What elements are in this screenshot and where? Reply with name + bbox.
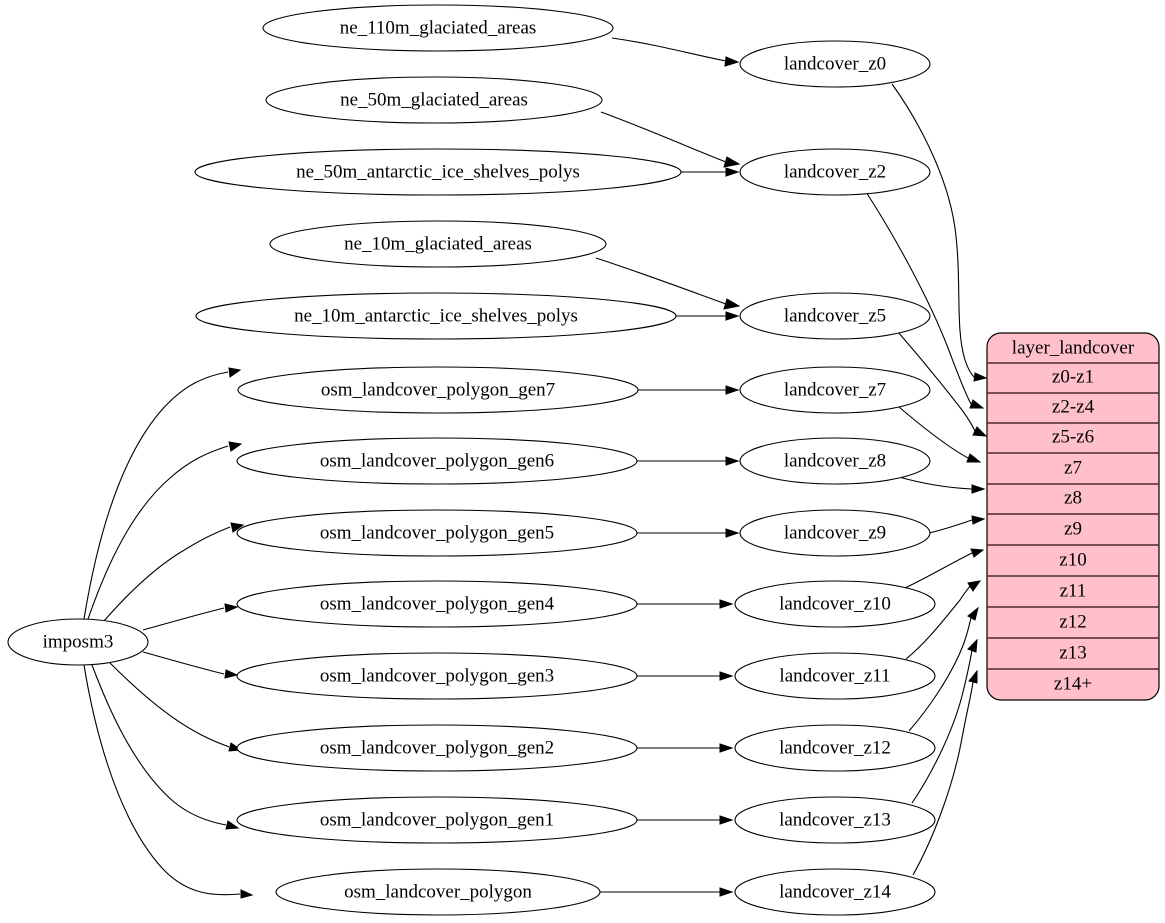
edge-polygon-to-z14 xyxy=(600,887,734,897)
node-osm-landcover-polygon-gen5[interactable]: osm_landcover_polygon_gen5 xyxy=(236,509,638,557)
node-label: ne_10m_glaciated_areas xyxy=(344,233,532,254)
edge-z13-to-row-z13 xyxy=(911,638,978,804)
node-label: ne_110m_glaciated_areas xyxy=(340,17,537,38)
edge-z11-to-row-z11 xyxy=(905,580,982,660)
node-osm-landcover-polygon-gen2[interactable]: osm_landcover_polygon_gen2 xyxy=(236,724,638,772)
edge-ne10mant-to-z5 xyxy=(675,311,740,321)
edge-gen1-to-z13 xyxy=(637,815,734,825)
table-row-z11[interactable]: z11 xyxy=(1060,580,1087,601)
node-label: osm_landcover_polygon_gen6 xyxy=(320,450,554,471)
node-label: osm_landcover_polygon_gen2 xyxy=(320,737,554,758)
edge-ne110m-to-z0 xyxy=(611,37,740,67)
node-label: landcover_z14 xyxy=(779,881,891,902)
natural-earth-source-nodes: ne_110m_glaciated_areas ne_50m_glaciated… xyxy=(194,4,682,340)
node-label: landcover_z5 xyxy=(784,305,886,326)
table-row-z5-z6[interactable]: z5-z6 xyxy=(1052,426,1094,447)
node-label: landcover_z10 xyxy=(779,593,891,614)
node-ne-110m-glaciated-areas[interactable]: ne_110m_glaciated_areas xyxy=(262,4,614,52)
edge-imposm3-to-gen7 xyxy=(83,367,242,620)
edge-gen7-to-z7 xyxy=(638,385,740,395)
node-ne-50m-glaciated-areas[interactable]: ne_50m_glaciated_areas xyxy=(265,76,603,124)
edge-z0-to-row-z0z1 xyxy=(891,83,988,382)
table-row-z0-z1[interactable]: z0-z1 xyxy=(1052,366,1094,387)
node-osm-landcover-polygon-gen1[interactable]: osm_landcover_polygon_gen1 xyxy=(236,796,638,844)
node-label: landcover_z7 xyxy=(784,379,886,400)
node-ne-10m-antarctic-ice-shelves-polys[interactable]: ne_10m_antarctic_ice_shelves_polys xyxy=(195,292,677,340)
table-row-z8[interactable]: z8 xyxy=(1064,487,1082,508)
table-title: layer_landcover xyxy=(1012,337,1135,358)
table-row-z12[interactable]: z12 xyxy=(1059,611,1086,632)
node-label: landcover_z2 xyxy=(784,161,886,182)
table-row-z13[interactable]: z13 xyxy=(1059,642,1086,663)
node-landcover-z11[interactable]: landcover_z11 xyxy=(734,652,936,700)
edge-imposm3-to-gen3 xyxy=(142,651,239,679)
edge-imposm3-to-gen4 xyxy=(142,603,239,631)
edge-layer xyxy=(83,37,988,899)
edge-imposm3-to-polygon xyxy=(83,664,254,899)
node-landcover-z12[interactable]: landcover_z12 xyxy=(734,724,936,772)
table-row-z14plus[interactable]: z14+ xyxy=(1054,673,1092,694)
node-label: osm_landcover_polygon_gen5 xyxy=(320,522,554,543)
node-label: imposm3 xyxy=(43,631,114,652)
node-label: landcover_z9 xyxy=(784,522,886,543)
edge-gen4-to-z10 xyxy=(637,599,734,609)
node-ne-50m-antarctic-ice-shelves-polys[interactable]: ne_50m_antarctic_ice_shelves_polys xyxy=(194,148,682,196)
node-osm-landcover-polygon-gen4[interactable]: osm_landcover_polygon_gen4 xyxy=(236,580,638,628)
node-osm-landcover-polygon[interactable]: osm_landcover_polygon xyxy=(275,868,601,916)
node-label: landcover_z13 xyxy=(779,809,891,830)
edge-z8-to-row-z8 xyxy=(898,476,986,494)
osm-source-nodes: osm_landcover_polygon_gen7 osm_landcover… xyxy=(236,366,639,916)
node-label: osm_landcover_polygon xyxy=(344,881,532,902)
landcover-zoom-nodes: landcover_z0 landcover_z2 landcover_z5 l… xyxy=(734,40,936,916)
node-label: landcover_z8 xyxy=(784,450,886,471)
node-landcover-z10[interactable]: landcover_z10 xyxy=(734,580,936,628)
table-row-z9[interactable]: z9 xyxy=(1064,518,1082,539)
edge-ne10mglac-to-z5 xyxy=(595,257,741,310)
edge-imposm3-to-gen5 xyxy=(103,522,245,622)
edge-gen2-to-z12 xyxy=(637,743,734,753)
node-landcover-z9[interactable]: landcover_z9 xyxy=(739,509,931,557)
node-landcover-z14[interactable]: landcover_z14 xyxy=(734,868,936,916)
node-landcover-z5[interactable]: landcover_z5 xyxy=(739,292,931,340)
table-row-z10[interactable]: z10 xyxy=(1059,549,1086,570)
node-label: ne_50m_antarctic_ice_shelves_polys xyxy=(296,161,580,182)
node-label: osm_landcover_polygon_gen3 xyxy=(320,665,554,686)
edge-gen6-to-z8 xyxy=(637,456,740,466)
node-landcover-z0[interactable]: landcover_z0 xyxy=(739,40,931,88)
edge-imposm3-to-gen2 xyxy=(109,662,243,752)
edge-gen3-to-z11 xyxy=(637,671,734,681)
node-layer-landcover-table[interactable]: layer_landcover z0-z1 z2-z4 z5-z6 z7 z8 … xyxy=(986,332,1160,701)
edge-imposm3-to-gen1 xyxy=(91,664,240,830)
edge-z5-to-row-z5z6 xyxy=(897,331,988,437)
node-label: ne_50m_glaciated_areas xyxy=(340,89,528,110)
node-label: landcover_z0 xyxy=(784,53,886,74)
edge-imposm3-to-gen6 xyxy=(87,441,243,620)
edge-z9-to-row-z9 xyxy=(928,515,986,534)
table-row-z2-z4[interactable]: z2-z4 xyxy=(1052,396,1095,417)
node-landcover-z2[interactable]: landcover_z2 xyxy=(739,148,931,196)
node-osm-landcover-polygon-gen6[interactable]: osm_landcover_polygon_gen6 xyxy=(236,437,638,485)
node-ne-10m-glaciated-areas[interactable]: ne_10m_glaciated_areas xyxy=(269,220,607,268)
edge-z14-to-row-z14plus xyxy=(912,669,978,876)
edge-z7-to-row-z7 xyxy=(898,406,982,463)
node-imposm3[interactable]: imposm3 xyxy=(7,618,149,666)
node-label: osm_landcover_polygon_gen4 xyxy=(320,593,555,614)
node-landcover-z7[interactable]: landcover_z7 xyxy=(739,366,931,414)
node-osm-landcover-polygon-gen7[interactable]: osm_landcover_polygon_gen7 xyxy=(237,366,639,414)
node-landcover-z13[interactable]: landcover_z13 xyxy=(734,796,936,844)
node-label: osm_landcover_polygon_gen7 xyxy=(321,379,555,400)
node-label: osm_landcover_polygon_gen1 xyxy=(320,809,554,830)
table-row-z7[interactable]: z7 xyxy=(1064,457,1082,478)
edge-z12-to-row-z12 xyxy=(908,606,979,732)
node-osm-landcover-polygon-gen3[interactable]: osm_landcover_polygon_gen3 xyxy=(236,652,638,700)
edge-ne50mglac-to-z2 xyxy=(600,111,741,168)
edge-z10-to-row-z10 xyxy=(904,548,985,589)
node-label: landcover_z11 xyxy=(779,665,890,686)
node-label: ne_10m_antarctic_ice_shelves_polys xyxy=(294,305,578,326)
edge-ne50mant-to-z2 xyxy=(680,167,740,177)
node-landcover-z8[interactable]: landcover_z8 xyxy=(739,437,931,485)
edge-gen5-to-z9 xyxy=(637,528,740,538)
edge-z2-to-row-z2z4 xyxy=(865,191,985,409)
node-label: landcover_z12 xyxy=(779,737,891,758)
